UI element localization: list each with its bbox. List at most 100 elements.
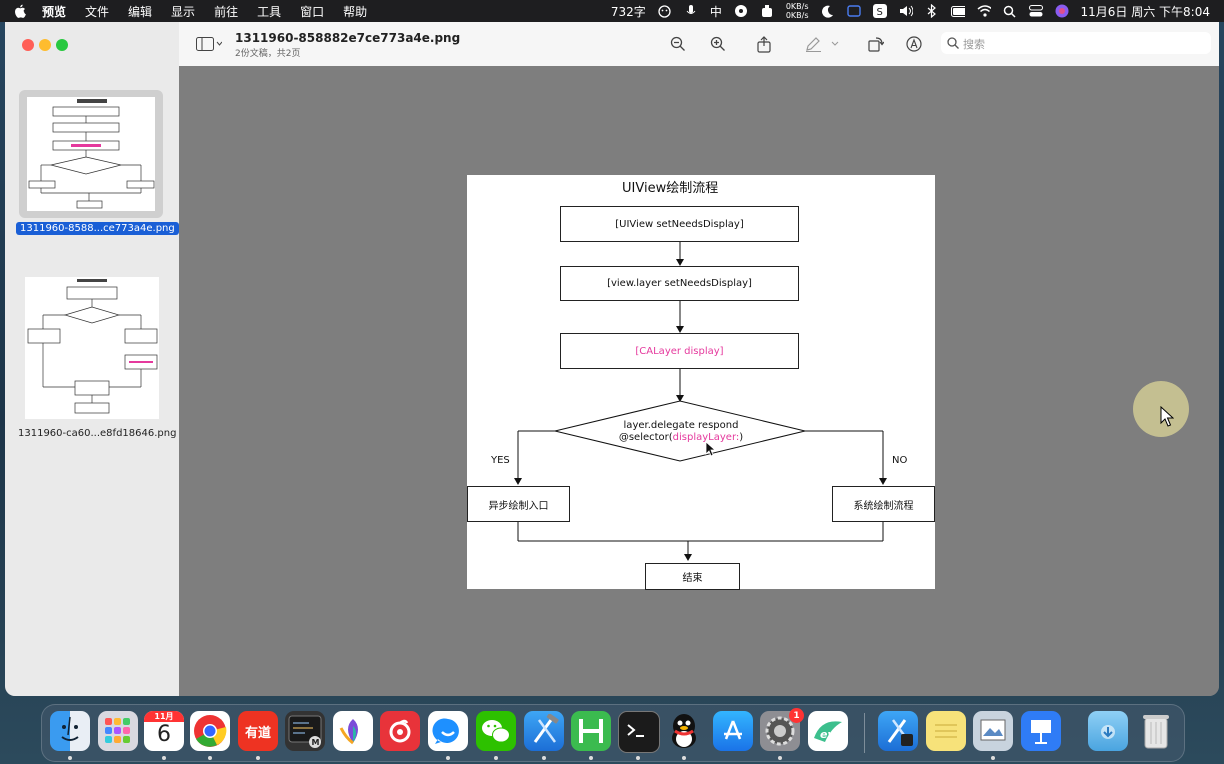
thumbnail-1-image xyxy=(27,97,155,211)
search-placeholder: 搜索 xyxy=(963,38,985,51)
decision-text: layer.delegate respond @selector(display… xyxy=(618,420,744,443)
menu-view[interactable]: 显示 xyxy=(171,4,196,19)
chrome-icon[interactable] xyxy=(190,711,230,751)
running-indicator xyxy=(162,756,166,760)
ev-recorder-icon[interactable]: ev xyxy=(808,711,848,751)
screen-record-icon[interactable] xyxy=(846,4,861,18)
thumbnail-page-1[interactable] xyxy=(19,90,163,218)
menu-edit[interactable]: 编辑 xyxy=(128,4,153,19)
thumbnail-2-label[interactable]: 1311960-ca60...e8fd18646.png xyxy=(18,428,177,439)
toolbar: 1311960-858882e7ce773a4e.png 2份文稿，共2页 搜索 xyxy=(179,22,1219,67)
markup-toolbar-icon[interactable] xyxy=(905,35,923,53)
apple-menu-icon[interactable] xyxy=(12,3,28,19)
battery-icon[interactable] xyxy=(950,4,965,18)
step-uiview-setneedsdisplay: [UIView setNeedsDisplay] xyxy=(560,206,799,242)
running-indicator xyxy=(589,756,593,760)
preview-app-icon[interactable] xyxy=(973,711,1013,751)
preview-window: 1311960-8588...ce773a4e.png xyxy=(5,22,1219,696)
markdown-editor-icon[interactable]: M xyxy=(285,711,325,751)
markup-pen-icon[interactable] xyxy=(805,35,839,53)
menu-file[interactable]: 文件 xyxy=(85,4,110,19)
thumbnail-1-label[interactable]: 1311960-8588...ce773a4e.png xyxy=(16,222,179,235)
document-canvas[interactable]: UIView绘制流程 [UIView setNeedsDisplay] [vie… xyxy=(179,66,1219,696)
wifi-icon[interactable] xyxy=(977,4,991,18)
arrow-cursor-icon xyxy=(705,441,717,457)
step-calayer-display: [CALayer display] xyxy=(560,333,799,369)
running-indicator xyxy=(991,756,995,760)
terminal-icon[interactable] xyxy=(618,711,660,753)
end-box: 结束 xyxy=(645,563,740,590)
system-draw-flow-box: 系统绘制流程 xyxy=(832,486,935,522)
siri-icon[interactable] xyxy=(1055,4,1069,18)
xcode-icon[interactable] xyxy=(524,711,564,751)
svg-text:S: S xyxy=(876,7,882,18)
word-count[interactable]: 732字 xyxy=(610,4,646,19)
microphone-icon[interactable] xyxy=(684,4,698,18)
menu-window[interactable]: 窗口 xyxy=(300,4,325,19)
document-title: 1311960-858882e7ce773a4e.png xyxy=(235,31,461,45)
app-store-icon[interactable] xyxy=(713,711,753,751)
fullscreen-button[interactable] xyxy=(56,39,68,51)
input-method[interactable]: 中 xyxy=(709,4,722,19)
volume-icon[interactable] xyxy=(899,4,913,18)
downloads-folder-icon[interactable] xyxy=(1088,711,1128,751)
yes-label: YES xyxy=(491,455,510,466)
feather-app-icon[interactable] xyxy=(333,711,373,751)
document-subtitle: 2份文稿，共2页 xyxy=(235,49,301,59)
running-indicator xyxy=(636,756,640,760)
calendar-icon[interactable]: 11月 6 xyxy=(144,711,184,751)
svg-text:M: M xyxy=(312,738,320,747)
face-icon[interactable] xyxy=(658,4,672,18)
finder-icon[interactable] xyxy=(50,711,90,751)
hbuilder-icon[interactable] xyxy=(571,711,611,751)
notes-icon[interactable] xyxy=(926,711,966,751)
flowchart-title: UIView绘制流程 xyxy=(622,181,719,196)
running-indicator xyxy=(68,756,72,760)
zoom-out-icon[interactable] xyxy=(669,35,687,53)
trash-icon[interactable] xyxy=(1136,711,1176,751)
bluetooth-icon[interactable] xyxy=(925,4,939,18)
wechat-icon[interactable] xyxy=(476,711,516,751)
minimize-button[interactable] xyxy=(39,39,51,51)
sidebar-toggle-icon[interactable] xyxy=(195,35,223,53)
svg-text:ev: ev xyxy=(820,728,835,741)
search-field[interactable]: 搜索 xyxy=(941,32,1211,54)
cleaner-icon[interactable] xyxy=(760,4,774,18)
flowchart-connectors xyxy=(514,241,887,561)
close-button[interactable] xyxy=(22,39,34,51)
running-indicator xyxy=(542,756,546,760)
menu-tools[interactable]: 工具 xyxy=(257,4,282,19)
step-layer-setneedsdisplay: [view.layer setNeedsDisplay] xyxy=(560,266,799,301)
running-indicator xyxy=(446,756,450,760)
menu-help[interactable]: 帮助 xyxy=(343,4,368,19)
thumbnail-page-2[interactable] xyxy=(25,277,159,419)
menu-app-name[interactable]: 预览 xyxy=(42,4,67,19)
running-indicator xyxy=(682,756,686,760)
qq-icon[interactable] xyxy=(664,711,704,751)
search-field-icon xyxy=(947,37,959,49)
share-icon[interactable] xyxy=(755,35,773,53)
xcode-document-icon[interactable] xyxy=(878,711,918,751)
zoom-in-icon[interactable] xyxy=(709,35,727,53)
dock: 11月 6 有道 M 1 xyxy=(41,704,1185,762)
menu-go[interactable]: 前往 xyxy=(214,4,239,19)
rotate-icon[interactable] xyxy=(867,35,885,53)
menu-clock[interactable]: 11月6日 周六 下午8:04 xyxy=(1080,4,1210,19)
dock-separator xyxy=(864,713,865,753)
feishu-chat-icon[interactable] xyxy=(428,711,468,751)
async-draw-entry-box: 异步绘制入口 xyxy=(467,486,570,522)
running-indicator xyxy=(778,756,782,760)
control-center-icon[interactable] xyxy=(1028,4,1043,18)
keynote-icon[interactable] xyxy=(1021,711,1061,751)
launchpad-icon[interactable] xyxy=(98,711,138,751)
document-page: UIView绘制流程 [UIView setNeedsDisplay] [vie… xyxy=(467,175,935,590)
pinwheel-icon[interactable] xyxy=(734,4,748,18)
netease-music-icon[interactable] xyxy=(380,711,420,751)
search-icon[interactable] xyxy=(1003,4,1017,18)
moon-icon[interactable] xyxy=(821,4,835,18)
s-app-icon[interactable]: S xyxy=(872,4,887,18)
system-preferences-icon[interactable]: 1 xyxy=(760,708,804,751)
mouse-pointer-icon xyxy=(1160,406,1174,427)
youdao-dict-icon[interactable]: 有道 xyxy=(238,711,278,751)
